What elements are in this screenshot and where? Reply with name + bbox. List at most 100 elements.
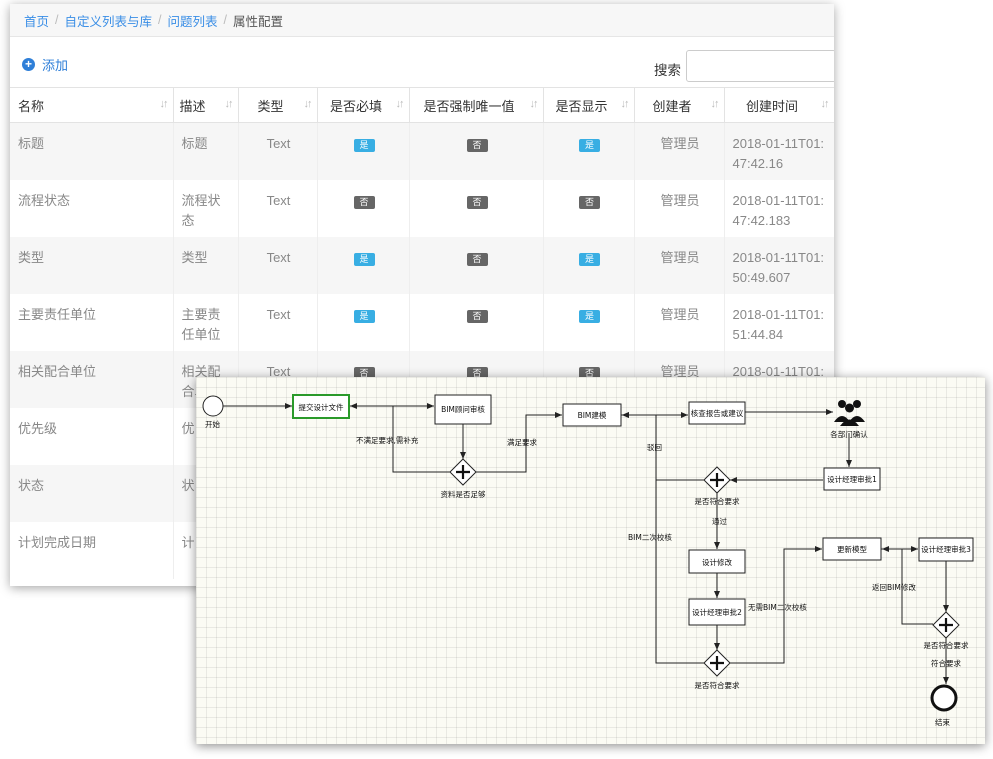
cell-type: Text [238,122,318,180]
cell-created: 2018-01-11T01:47:42.183 [724,179,834,237]
gateway-g4[interactable] [932,611,960,639]
unique-badge: 否 [466,252,488,266]
task-submit[interactable]: 提交设计文件 [292,394,350,419]
column-header-creator[interactable]: 创建者↓↑ [634,87,725,123]
edge-label-return-bim: 返回BIM修改 [872,582,916,592]
task-bim-consult-label: BIM顾问审核 [441,404,485,414]
sort-icon[interactable]: ↓↑ [395,98,405,110]
visible-badge: 是 [579,252,600,266]
gateway-g1[interactable] [449,458,477,486]
visible-badge: 否 [579,366,600,380]
edge-label-no-recheck: 无需BIM二次校核 [748,602,807,612]
property-table: 名称↓↑ 描述↓↑ 类型↓↑ 是否必填↓↑ 是否强制唯一值↓↑ 是否显示↓↑ 创… [10,87,834,579]
task-bim-consult[interactable]: BIM顾问审核 [434,394,492,425]
column-header-name[interactable]: 名称↓↑ [10,87,174,123]
cell-name: 标题 [10,122,174,180]
sort-icon[interactable]: ↓↑ [303,98,313,110]
actor-label: 各部门确认 [830,429,868,439]
property-config-window: 首页 / 自定义列表与库 / 问题列表 / 属性配置 + 添加 搜索 名称↓↑ … [10,4,834,586]
task-approve2[interactable]: 设计经理审批2 [688,598,746,626]
cell-desc: 主要责任单位 [173,293,239,351]
cell-name: 相关配合单位 [10,350,174,408]
visible-cell: 是 [543,236,635,294]
edge-g3-updatemodel [730,546,822,664]
visible-cell: 否 [543,179,635,237]
breadcrumb-issue-list[interactable]: 问题列表 [167,14,218,29]
edge-label-conform: 符合要求 [931,658,961,668]
task-design-modify-label: 设计修改 [702,557,732,567]
search-input[interactable] [686,50,834,82]
sort-icon[interactable]: ↓↑ [529,98,539,110]
unique-cell: 否 [409,293,544,351]
cell-name: 计划完成日期 [10,521,174,579]
cell-created: 2018-01-11T01:51:44.84 [724,293,834,351]
table-header-row: 名称↓↑ 描述↓↑ 类型↓↑ 是否必填↓↑ 是否强制唯一值↓↑ 是否显示↓↑ 创… [10,87,834,123]
required-badge: 是 [353,252,375,266]
sort-icon[interactable]: ↓↑ [710,98,720,110]
cell-name: 优先级 [10,407,174,465]
add-button-label: 添加 [42,58,69,73]
sort-icon[interactable]: ↓↑ [820,98,830,110]
gateway-g1-label: 资料是否足够 [441,489,486,499]
task-approve1-label: 设计经理审批1 [827,474,877,484]
start-event-label: 开始 [205,419,220,429]
workflow-diagram-window: 开始 结束 提交设计文件 BIM顾问审核 BIM建模 核查报告或建议 设计经理审… [196,377,985,744]
add-button[interactable]: + 添加 [22,55,68,74]
edge-g2-bimmodel [622,412,705,481]
column-header-unique[interactable]: 是否强制唯一值↓↑ [409,87,544,123]
cell-name: 主要责任单位 [10,293,174,351]
cell-creator: 管理员 [634,179,725,237]
required-badge: 否 [353,195,375,209]
unique-badge: 否 [466,309,488,323]
task-bim-model[interactable]: BIM建模 [562,403,622,427]
task-bim-model-label: BIM建模 [578,410,607,420]
cell-creator: 管理员 [634,122,725,180]
required-cell: 是 [317,236,410,294]
edge-label-reject: 驳回 [647,443,662,452]
visible-badge: 是 [579,309,600,323]
visible-badge: 否 [579,195,600,209]
unique-badge: 否 [466,195,488,209]
edge-label-pass: 通过 [712,516,727,526]
required-cell: 否 [317,179,410,237]
sort-icon[interactable]: ↓↑ [159,98,169,110]
column-header-created[interactable]: 创建时间↓↑ [724,87,834,123]
cell-creator: 管理员 [634,236,725,294]
cell-type: Text [238,293,318,351]
gateway-g3[interactable] [703,649,731,677]
column-header-desc[interactable]: 描述↓↑ [173,87,239,123]
column-header-visible[interactable]: 是否显示↓↑ [543,87,635,123]
sort-icon[interactable]: ↓↑ [224,98,234,110]
cell-name: 流程状态 [10,179,174,237]
task-approve3[interactable]: 设计经理审批3 [918,537,974,562]
cell-desc: 流程状态 [173,179,239,237]
unique-badge: 否 [466,139,488,152]
plus-circle-icon: + [22,58,35,71]
sort-icon[interactable]: ↓↑ [620,98,630,110]
task-approve1[interactable]: 设计经理审批1 [823,467,881,491]
breadcrumb-home[interactable]: 首页 [24,14,50,29]
task-design-modify[interactable]: 设计修改 [688,549,746,574]
breadcrumb-separator: / [55,13,59,27]
required-badge: 否 [353,366,375,380]
edge-label-not-met: 不满足要求,需补充 [356,435,419,445]
column-header-type[interactable]: 类型↓↑ [238,87,318,123]
task-update-model[interactable]: 更新模型 [822,537,882,561]
task-review-report[interactable]: 核查报告或建议 [688,401,746,425]
column-header-required[interactable]: 是否必填↓↑ [317,87,410,123]
edge-g1-submit [350,403,451,473]
gateway-g2[interactable] [703,466,731,494]
breadcrumb: 首页 / 自定义列表与库 / 问题列表 / 属性配置 [10,4,834,37]
end-event[interactable] [930,684,958,712]
start-event[interactable] [202,395,224,417]
cell-creator: 管理员 [634,293,725,351]
breadcrumb-separator: / [158,13,162,27]
breadcrumb-custom-lists[interactable]: 自定义列表与库 [64,14,153,29]
toolbar: + 添加 搜索 [10,37,834,87]
workflow-diagram: 开始 结束 提交设计文件 BIM顾问审核 BIM建模 核查报告或建议 设计经理审… [202,394,974,727]
